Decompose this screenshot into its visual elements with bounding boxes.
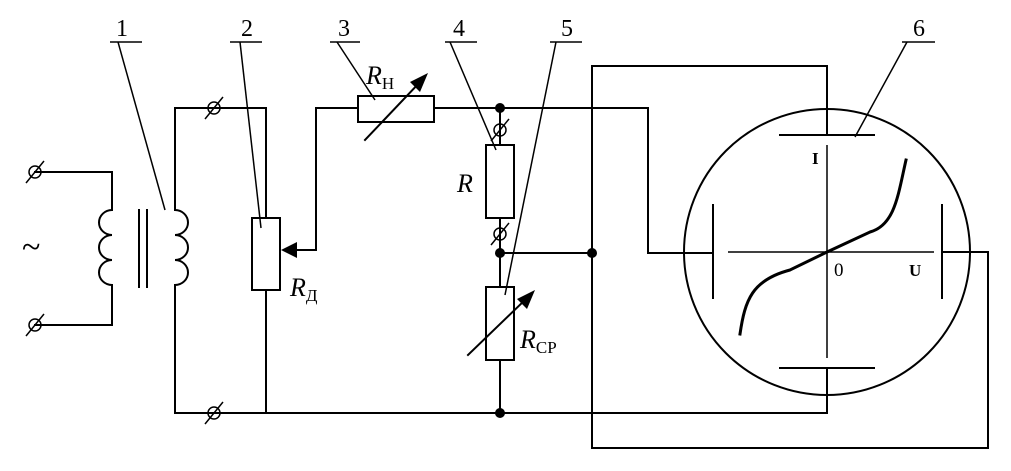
secondary-terminal-top (204, 96, 224, 120)
origin-label: 0 (834, 260, 844, 281)
transformer (138, 107, 189, 414)
callout-2: 2 (241, 16, 253, 42)
resistor-r (485, 107, 515, 254)
crt-screen (683, 108, 971, 396)
callouts: 1 2 3 4 5 6 (110, 16, 935, 296)
oscilloscope: I U 0 (683, 108, 971, 396)
secondary-terminal-bottom (204, 401, 224, 425)
potentiometer-rd (251, 107, 359, 291)
variable-resistor-rn (357, 73, 435, 142)
label-rn: RН (365, 61, 394, 93)
oscilloscope-wiring (591, 65, 989, 449)
wiper-arrow (281, 242, 297, 258)
callout-4: 4 (453, 16, 465, 42)
axis-label-u: U (909, 261, 921, 280)
ac-symbol: ~ (22, 229, 40, 266)
iv-characteristic-curve (738, 158, 908, 336)
callout-5: 5 (561, 16, 573, 42)
input-section: ~ (22, 160, 114, 337)
node-bottom (495, 408, 505, 418)
label-rsr: RСР (519, 325, 557, 357)
label-rd: RД (289, 273, 318, 305)
secondary-winding (173, 208, 189, 287)
callout-6: 6 (913, 16, 925, 42)
callout-3: 3 (338, 16, 350, 42)
input-terminal-bottom (25, 313, 45, 337)
primary-winding (98, 208, 114, 287)
variable-resistor-rsr (466, 252, 535, 414)
rsr-arrow (517, 290, 535, 309)
callout-1: 1 (116, 16, 128, 42)
axis-label-i: I (812, 149, 819, 168)
input-terminal-top (25, 160, 45, 184)
rn-arrow (410, 73, 428, 92)
label-r: R (456, 169, 473, 198)
